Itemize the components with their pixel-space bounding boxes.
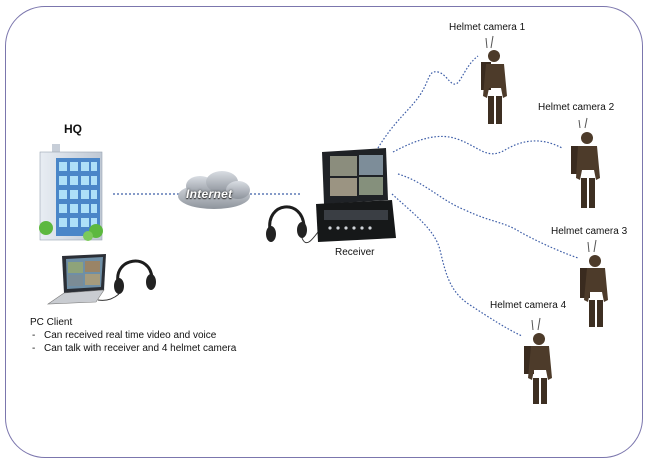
pc-client-feature: Can received real time video and voice: [30, 329, 236, 342]
headset-icon: [97, 259, 156, 301]
receiver-label: Receiver: [335, 247, 375, 258]
soldier-icon: [481, 35, 507, 124]
pc-client-title: PC Client: [30, 317, 73, 328]
pc-client-feature: Can talk with receiver and 4 helmet came…: [30, 342, 236, 355]
soldier-icon: [524, 317, 552, 404]
diagram-frame: [5, 6, 643, 458]
laptop-icon: [46, 254, 106, 305]
camera-2-label: Helmet camera 2: [538, 102, 615, 113]
soldier-icon: [580, 239, 608, 327]
pc-client-description: PC Client Can received real time video a…: [30, 316, 236, 355]
wireless-link-cam3: [397, 173, 579, 259]
receiver-case-icon: [316, 148, 396, 242]
camera-3-label: Helmet camera 3: [551, 226, 628, 237]
internet-label: Internet: [186, 187, 233, 201]
wireless-link-cam4: [391, 193, 523, 337]
hq-label: HQ: [64, 122, 82, 136]
building-icon: [39, 144, 103, 241]
wireless-link-cam1: [377, 55, 479, 149]
camera-4-label: Helmet camera 4: [490, 300, 567, 311]
wireless-link-cam2: [392, 135, 563, 155]
cloud-icon: [178, 171, 250, 209]
camera-1-label: Helmet camera 1: [449, 22, 526, 33]
headset-icon: [266, 205, 319, 244]
pc-client-feature-list: Can received real time video and voice C…: [30, 329, 236, 355]
soldier-icon: [571, 117, 600, 208]
